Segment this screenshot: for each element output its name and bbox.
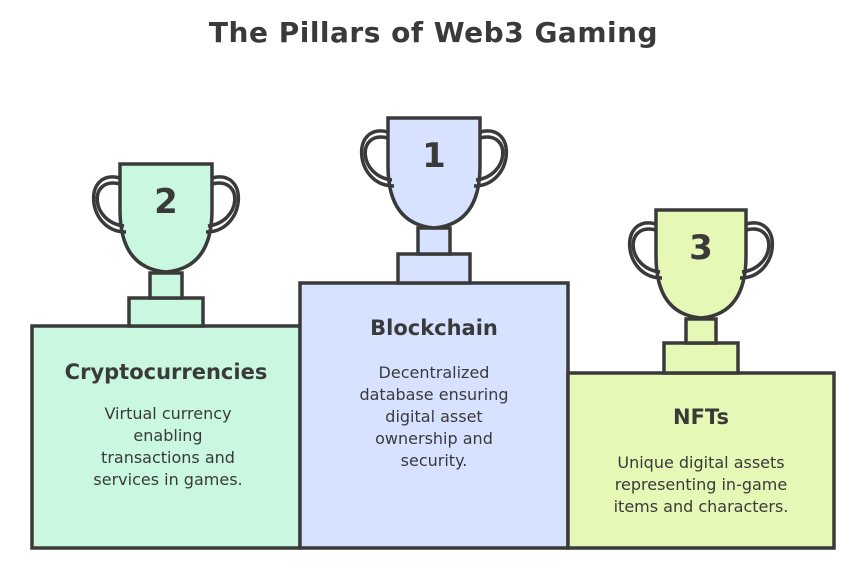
podium-center: [298, 116, 570, 550]
pillar-heading-cryptocurrencies: Cryptocurrencies: [64, 360, 268, 384]
pillar-heading-nfts: NFTs: [673, 405, 729, 429]
podium-left-block: [30, 324, 302, 550]
diagram-title: The Pillars of Web3 Gaming: [208, 16, 659, 49]
pillar-description-blockchain: Decentralized database ensuring digital …: [359, 363, 509, 470]
rank-center: 1: [422, 136, 446, 176]
rank-left: 2: [154, 182, 178, 222]
podium-right-block: [566, 371, 836, 550]
trophy-center-icon: [360, 116, 508, 285]
pillar-description-nfts: Unique digital assets representing in-ga…: [613, 453, 789, 516]
trophy-right-icon: [628, 208, 774, 375]
podium-center-block: [298, 281, 570, 550]
podium-right: [566, 208, 836, 550]
trophy-left-icon: [92, 162, 240, 328]
podium-left: [30, 162, 302, 550]
rank-right: 3: [689, 228, 713, 268]
pillar-heading-blockchain: Blockchain: [370, 316, 498, 340]
pillar-description-cryptocurrencies: Virtual currency enabling transactions a…: [93, 404, 243, 489]
